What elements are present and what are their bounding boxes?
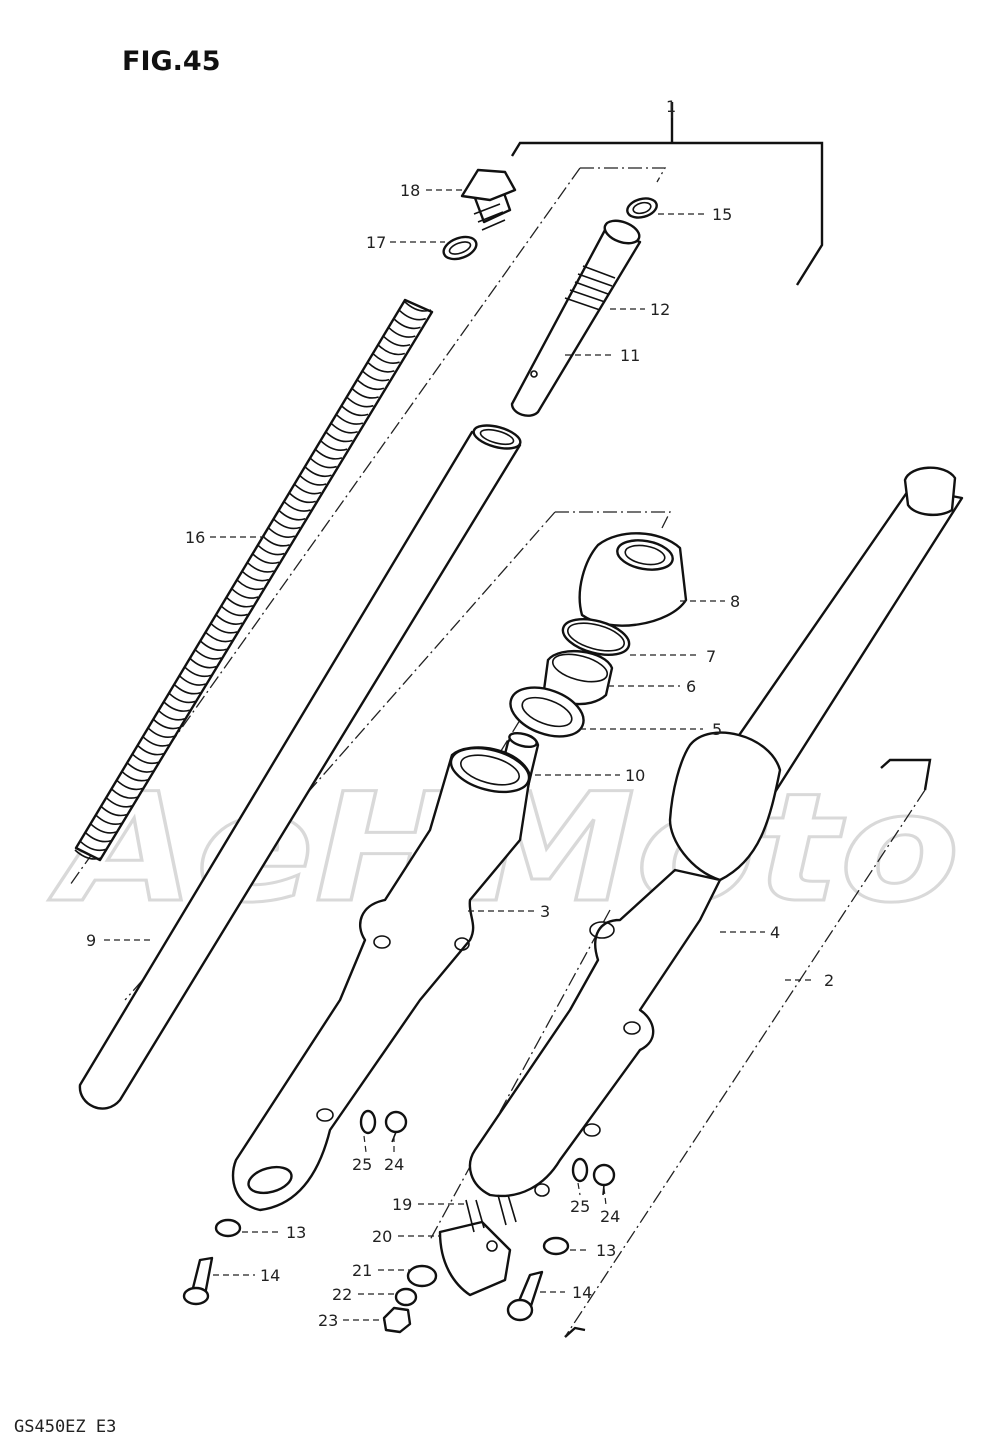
callout-7: 7: [706, 647, 716, 666]
o-ring-inner: [448, 241, 472, 255]
bolt-14-left: [182, 1256, 214, 1306]
screw-24-right: [592, 1163, 616, 1196]
callout-24-left: 24: [384, 1155, 404, 1174]
callout-4: 4: [770, 923, 780, 942]
callout-21: 21: [352, 1261, 372, 1280]
washer-25-right: [571, 1157, 589, 1183]
figure-title: FIG.45: [122, 46, 220, 77]
callout-9: 9: [86, 931, 96, 950]
callout-22: 22: [332, 1285, 352, 1304]
bolt-14-right: [506, 1270, 544, 1322]
callout-19: 19: [392, 1195, 412, 1214]
nut-23: [382, 1306, 412, 1334]
callout-10: 10: [625, 766, 645, 785]
callout-14-left: 14: [260, 1266, 280, 1285]
damper-ring: [626, 197, 658, 219]
callout-12: 12: [650, 300, 670, 319]
fork-assembly-right: [468, 466, 964, 1198]
outer-tube-left: [231, 746, 532, 1212]
callout-11: 11: [620, 346, 640, 365]
oil-seal: [542, 649, 614, 706]
callout-labels: 1 2 3 4 5 6 7 8 9 10 11 12 13 13 14 14 1…: [86, 97, 834, 1330]
inner-tube: [78, 424, 522, 1110]
callout-1: 1: [666, 97, 676, 116]
callout-14-right: 14: [572, 1283, 592, 1302]
assembly-bracket-2: [564, 758, 932, 1338]
o-ring: [442, 235, 478, 261]
washer-25-left: [359, 1109, 377, 1135]
callout-15: 15: [712, 205, 732, 224]
washer-13-right: [542, 1236, 570, 1256]
washer-13-left: [214, 1218, 242, 1238]
lock-washer-22: [394, 1287, 418, 1307]
screw-24-left: [384, 1110, 408, 1143]
model-code: GS450EZ E3: [14, 1417, 116, 1437]
callout-13-left: 13: [286, 1223, 306, 1242]
callout-2: 2: [824, 971, 834, 990]
callout-6: 6: [686, 677, 696, 696]
callout-25-right: 25: [570, 1197, 590, 1216]
callout-16: 16: [185, 528, 205, 547]
callout-18: 18: [400, 181, 420, 200]
fork-spring: [74, 298, 434, 862]
callout-3: 3: [540, 902, 550, 921]
callout-25-left: 25: [352, 1155, 372, 1174]
axle-holder: [438, 1194, 517, 1297]
washer-21: [406, 1264, 438, 1288]
seal-washer: [509, 686, 585, 738]
assembly-bracket-1: [510, 102, 824, 286]
callout-5: 5: [712, 720, 722, 739]
callout-20: 20: [372, 1227, 392, 1246]
callout-24-right: 24: [600, 1207, 620, 1226]
cap-bolt: [460, 168, 517, 231]
callout-13-right: 13: [596, 1241, 616, 1260]
callout-23: 23: [318, 1311, 338, 1330]
callout-8: 8: [730, 592, 740, 611]
dust-seal: [578, 532, 688, 627]
leader-lines: [104, 102, 815, 1321]
damper-ring-inner: [632, 201, 652, 215]
callout-17: 17: [366, 233, 386, 252]
stopper-ring-inner: [567, 622, 625, 652]
damper-rod: [510, 219, 642, 417]
